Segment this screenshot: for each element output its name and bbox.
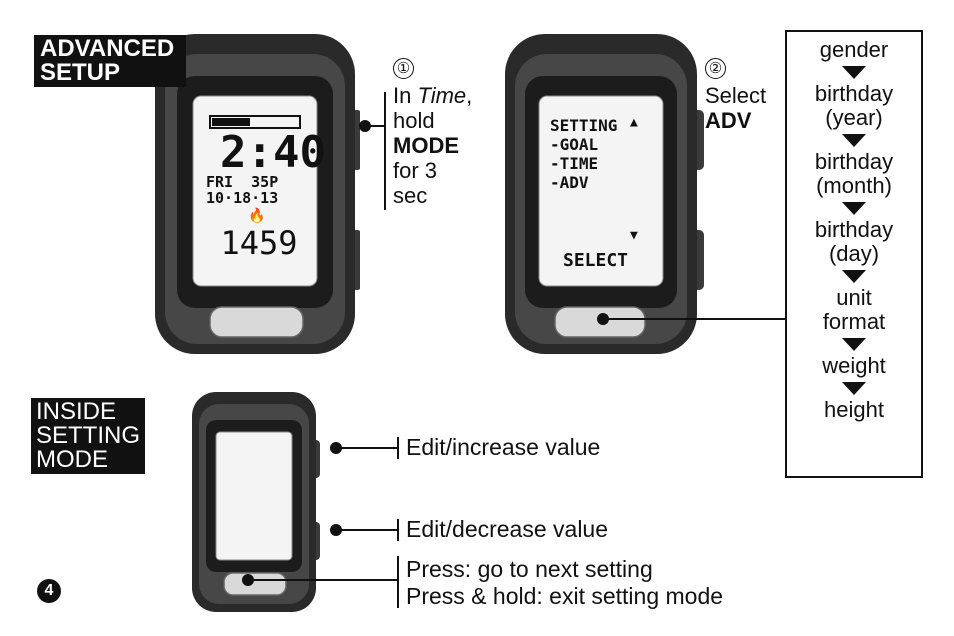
watch2-lcd: SETTING -GOAL -TIME -ADV [550, 116, 650, 192]
increase-pointer-line [336, 447, 398, 449]
lcd-calories: 1459 [220, 224, 298, 262]
lcd-day-temp: FRI 35P [206, 173, 279, 191]
menu-item-adv: -ADV [550, 173, 589, 192]
watch1-lcd: 2:40 FRI 35P 10·18·13 🔥 1459 [206, 127, 326, 262]
flame-icon: 🔥 [248, 208, 266, 224]
watch-screen [215, 431, 293, 561]
page-number: 4 [37, 579, 61, 603]
step1-instructions: ① In Time, hold MODE for 3 sec [393, 58, 472, 208]
down-arrow-icon [842, 338, 866, 351]
progress-bar-outline [209, 115, 301, 129]
watch-screen [192, 95, 318, 287]
down-arrow-icon [842, 270, 866, 283]
watch-bottom-button[interactable] [223, 572, 287, 596]
advanced-setup-label: ADVANCED SETUP [34, 35, 187, 87]
down-arrow-icon [842, 134, 866, 147]
lcd-date: 10·18·13 [206, 189, 279, 207]
progress-bar-fill [212, 118, 250, 126]
step2-adv: ADV [705, 108, 752, 133]
step1-line1: In Time, [393, 83, 473, 108]
menu-up-arrow-icon: ▲ [630, 115, 638, 130]
menu-title: SETTING [550, 116, 618, 135]
flow-birthday-year: birthday(year) [814, 81, 894, 130]
flow-birthday-month: birthday(month) [814, 149, 894, 198]
flow-weight: weight [822, 353, 886, 378]
hold-callout: Press & hold: exit setting mode [406, 583, 724, 609]
inside-setting-mode-label: INSIDE SETTING MODE [31, 398, 146, 474]
step1-line2: hold [393, 108, 435, 133]
watch-settings-menu [505, 34, 704, 354]
watch-time-mode [155, 34, 360, 354]
step2-pointer-line [603, 318, 786, 320]
step1-line5: sec [393, 183, 428, 208]
flow-gender: gender [819, 37, 889, 62]
step1-mode-button-name: MODE [393, 133, 459, 158]
lcd-time: 2:40 [220, 127, 326, 178]
bottom-button-bracket [397, 556, 399, 608]
watch-bottom-button[interactable] [209, 306, 304, 338]
flow-height: height [824, 397, 884, 422]
decrease-pointer-line [336, 529, 398, 531]
increase-callout: Edit/increase value [406, 434, 601, 460]
bottom-button-callout: Press: go to next setting Press & hold: … [406, 556, 723, 610]
menu-select-label: SELECT [563, 250, 629, 271]
menu-item-time: -TIME [550, 154, 599, 173]
menu-down-arrow-icon: ▼ [630, 228, 638, 243]
advanced-settings-flow: gender birthday(year) birthday(month) bi… [785, 30, 923, 478]
step1-number: ① [393, 58, 414, 79]
watch-setting-mode [192, 392, 320, 612]
increase-tick [397, 437, 399, 459]
step1-bracket [384, 92, 386, 210]
press-callout: Press: go to next setting [406, 556, 653, 582]
decrease-tick [397, 519, 399, 541]
step2-line1: Select [705, 83, 767, 108]
menu-item-goal: -GOAL [550, 135, 599, 154]
down-arrow-icon [842, 66, 866, 79]
step1-pointer-line [365, 125, 385, 127]
step2-instructions: ② Select ADV [705, 58, 766, 133]
decrease-callout: Edit/decrease value [406, 516, 609, 542]
down-arrow-icon [842, 382, 866, 395]
bottom-button-pointer-line [248, 579, 398, 581]
step1-line4: for 3 [393, 158, 438, 183]
watch-screen [538, 95, 664, 287]
flow-birthday-day: birthday(day) [814, 217, 894, 266]
step2-number: ② [705, 58, 726, 79]
down-arrow-icon [842, 202, 866, 215]
